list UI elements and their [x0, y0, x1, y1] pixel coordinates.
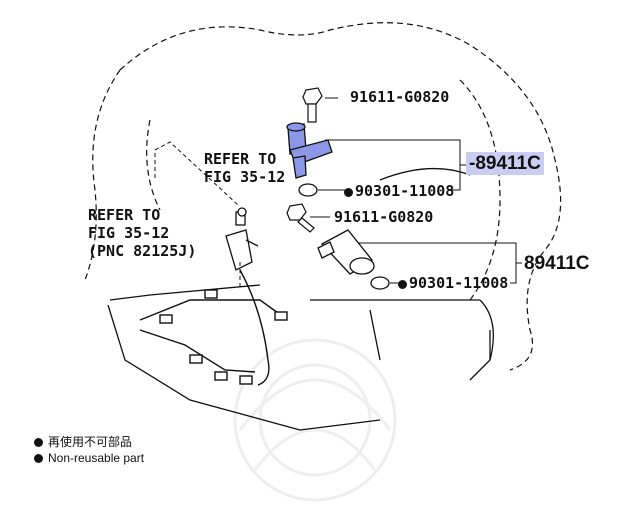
callout-bolt-upper[interactable]: 91611-G0820	[350, 88, 450, 106]
bolt-upper	[302, 87, 323, 123]
callout-oring-upper-label: 90301-11008	[355, 182, 455, 200]
callout-sensor-upper[interactable]: -89411C	[466, 152, 544, 175]
speed-sensor-upper-highlighted	[286, 122, 333, 179]
speed-sensor-lower	[317, 229, 375, 275]
refer-to-lower-line1: REFER TO	[88, 206, 161, 224]
refer-to-upper-line1: REFER TO	[204, 150, 277, 168]
leader-lines	[154, 97, 522, 290]
refer-to-lower[interactable]: REFER TO FIG 35-12 (PNC 82125J)	[88, 208, 196, 259]
callout-oring-lower[interactable]: 90301-11008	[398, 276, 508, 291]
legend-line2: Non-reusable part	[48, 451, 145, 465]
transmission-case-outline	[84, 22, 562, 371]
callout-sensor-upper-label: -89411C	[466, 152, 544, 175]
callout-sensor-lower[interactable]: 89411C	[524, 253, 590, 274]
legend-dot-icon	[34, 454, 43, 463]
speed-sensor-left	[225, 207, 259, 271]
wiring-harness	[139, 269, 288, 386]
bolt-lower	[286, 203, 315, 233]
legend-japanese: 再使用不可部品	[34, 433, 132, 450]
transmission-case-body	[107, 167, 494, 431]
legend-line1: 再使用不可部品	[48, 435, 133, 449]
callout-bolt-lower[interactable]: 91611-G0820	[334, 208, 434, 226]
refer-to-lower-line3: (PNC 82125J)	[88, 242, 197, 260]
callout-oring-lower-label: 90301-11008	[409, 274, 509, 292]
refer-to-lower-line2: FIG 35-12	[88, 224, 170, 242]
refer-to-upper[interactable]: REFER TO FIG 35-12	[204, 152, 285, 185]
refer-to-upper-line2: FIG 35-12	[204, 168, 286, 186]
legend-english: Non-reusable part	[34, 451, 144, 465]
non-reusable-bullet-icon	[398, 280, 407, 289]
o-ring-lower	[370, 276, 390, 290]
o-ring-upper	[298, 183, 318, 197]
legend-dot-icon	[34, 438, 43, 447]
non-reusable-bullet-icon	[344, 188, 353, 197]
callout-oring-upper[interactable]: 90301-11008	[344, 184, 454, 199]
watermark-seal	[233, 338, 397, 502]
